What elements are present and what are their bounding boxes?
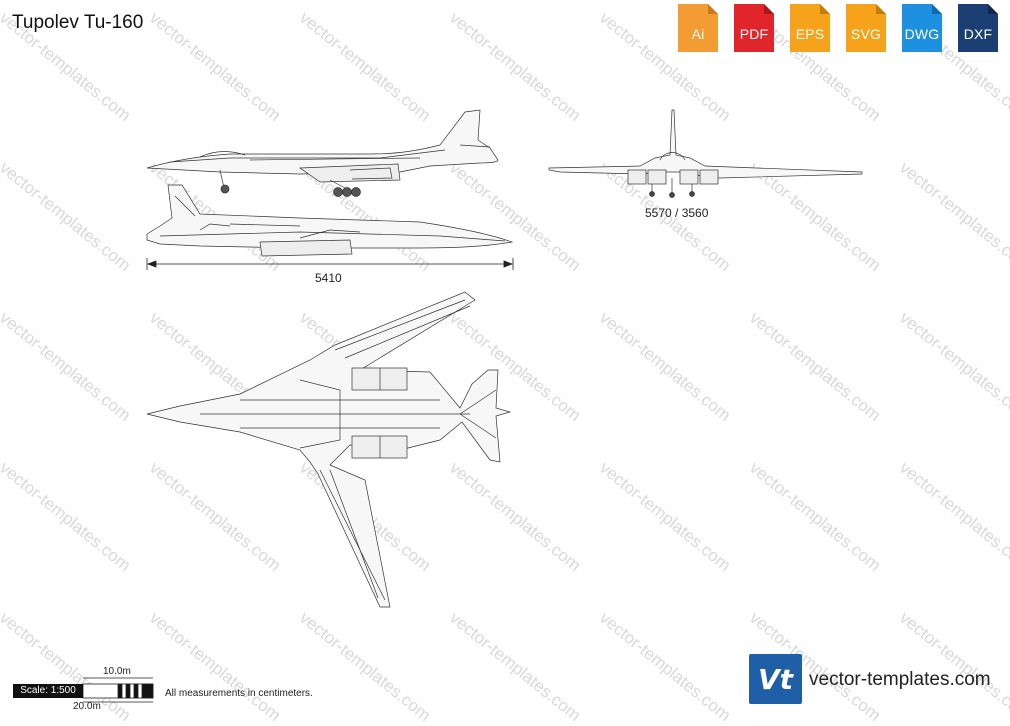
scale-short-label: 10.0m — [103, 666, 131, 677]
front-span-dimension: 5570 / 3560 — [645, 206, 709, 220]
file-ai-icon — [678, 4, 718, 52]
badge-label: EPS — [795, 26, 825, 42]
side-dimension-line — [146, 258, 514, 270]
side-length-dimension: 5410 — [315, 271, 342, 285]
brand-logo-text: Vt — [757, 663, 794, 696]
page-title: Tupolev Tu-160 — [12, 12, 144, 33]
scale-bar — [82, 677, 154, 703]
badge-label: PDF — [739, 26, 769, 42]
badge-eps[interactable]: EPS — [788, 4, 832, 52]
badge-dxf[interactable]: DXF — [956, 4, 1000, 52]
file-svg-icon — [846, 4, 886, 52]
badge-ai[interactable]: Ai — [676, 4, 720, 52]
badge-label: DWG — [904, 26, 940, 42]
badge-svg[interactable]: SVG — [844, 4, 888, 52]
front-view — [548, 109, 863, 198]
file-dwg-icon — [902, 4, 942, 52]
scale-long-label: 20.0m — [73, 701, 101, 712]
badge-label: DXF — [963, 26, 993, 42]
badge-label: SVG — [850, 26, 882, 42]
brand-name[interactable]: vector-templates.com — [809, 669, 991, 690]
file-dxf-icon — [958, 4, 998, 52]
badge-pdf[interactable]: PDF — [732, 4, 776, 52]
top-view — [146, 291, 512, 608]
scale-label: Scale: 1:500 — [13, 684, 83, 698]
side-view-bottom — [146, 184, 514, 257]
file-pdf-icon — [734, 4, 774, 52]
badge-dwg[interactable]: DWG — [900, 4, 944, 52]
badge-label: Ai — [691, 26, 705, 42]
brand-logo[interactable]: Vt — [749, 654, 802, 704]
measurement-note: All measurements in centimeters. — [165, 688, 313, 699]
side-view-top — [146, 109, 499, 197]
file-eps-icon — [790, 4, 830, 52]
